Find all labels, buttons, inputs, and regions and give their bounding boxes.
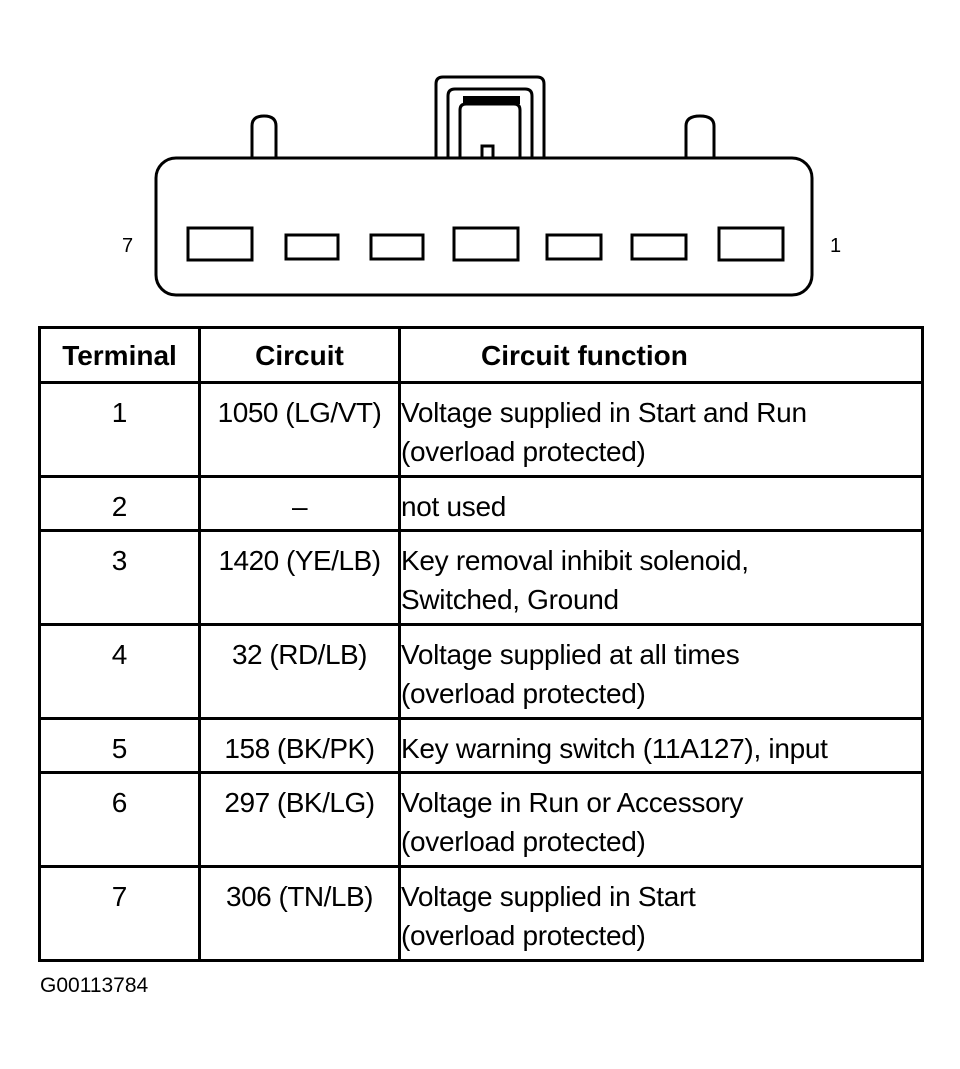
function-cell: Voltage supplied in Start (overload prot… — [398, 865, 924, 962]
circuit-cell: 32 (RD/LB) — [198, 623, 401, 720]
table-row: 1 1050 (LG/VT) Voltage supplied in Start… — [38, 381, 924, 478]
function-cell: Key warning switch (11A127), input — [398, 717, 924, 774]
table-row: 5 158 (BK/PK) Key warning switch (11A127… — [38, 717, 924, 774]
table-header-row: Terminal Circuit Circuit function — [38, 326, 924, 384]
cavity-2 — [630, 233, 688, 261]
cavity-7 — [186, 226, 254, 262]
cavity-3 — [545, 233, 603, 261]
function-line: Key warning switch (11A127), input — [401, 733, 828, 764]
pin-label-left: 7 — [122, 235, 134, 257]
circuit-cell: 1420 (YE/LB) — [198, 529, 401, 626]
terminal-cell: 6 — [38, 771, 201, 868]
function-line: (overload protected) — [401, 920, 646, 951]
circuit-cell: 306 (TN/LB) — [198, 865, 401, 962]
circuit-cell: 297 (BK/LG) — [198, 771, 401, 868]
connector-post-left — [250, 114, 278, 158]
function-line: Voltage in Run or Accessory — [401, 787, 744, 818]
terminal-cell: 1 — [38, 381, 201, 478]
connector-post-right — [684, 114, 716, 158]
circuit-cell: 158 (BK/PK) — [198, 717, 401, 774]
function-line: (overload protected) — [401, 826, 646, 857]
function-line: Voltage supplied in Start — [401, 881, 696, 912]
function-line: Key removal inhibit solenoid, — [401, 545, 750, 576]
figure-id-label: G00113784 — [40, 974, 149, 997]
table-row: 4 32 (RD/LB) Voltage supplied at all tim… — [38, 623, 924, 720]
terminal-cell: 4 — [38, 623, 201, 720]
cavity-6 — [284, 233, 340, 261]
function-line: not used — [401, 491, 507, 522]
terminal-cell: 5 — [38, 717, 201, 774]
function-cell: Voltage supplied at all times (overload … — [398, 623, 924, 720]
table-row: 2 – not used — [38, 475, 924, 532]
pinout-table: Terminal Circuit Circuit function 1 1050… — [38, 326, 924, 962]
table-row: 6 297 (BK/LG) Voltage in Run or Accessor… — [38, 771, 924, 868]
function-line: Voltage supplied at all times — [401, 639, 740, 670]
connector-lock-tab — [434, 75, 546, 158]
function-line: Voltage supplied in Start and Run — [401, 397, 808, 428]
terminal-cell: 2 — [38, 475, 201, 532]
table-row: 3 1420 (YE/LB) Key removal inhibit solen… — [38, 529, 924, 626]
cavity-5 — [369, 233, 425, 261]
header-circuit-function: Circuit function — [398, 326, 924, 384]
function-line: Switched, Ground — [401, 584, 620, 615]
terminal-cell: 3 — [38, 529, 201, 626]
cavity-1 — [717, 226, 785, 262]
pin-label-right: 1 — [830, 235, 842, 257]
function-cell: Key removal inhibit solenoid, Switched, … — [398, 529, 924, 626]
header-terminal: Terminal — [38, 326, 201, 384]
terminal-cell: 7 — [38, 865, 201, 962]
circuit-cell: 1050 (LG/VT) — [198, 381, 401, 478]
circuit-cell: – — [198, 475, 401, 532]
header-circuit: Circuit — [198, 326, 401, 384]
function-cell: Voltage supplied in Start and Run (overl… — [398, 381, 924, 478]
function-line: (overload protected) — [401, 678, 646, 709]
function-line: (overload protected) — [401, 436, 646, 467]
table-row: 7 306 (TN/LB) Voltage supplied in Start … — [38, 865, 924, 962]
connector-face-diagram — [154, 75, 814, 297]
cavity-4 — [452, 226, 520, 262]
function-cell: Voltage in Run or Accessory (overload pr… — [398, 771, 924, 868]
function-cell: not used — [398, 475, 924, 532]
